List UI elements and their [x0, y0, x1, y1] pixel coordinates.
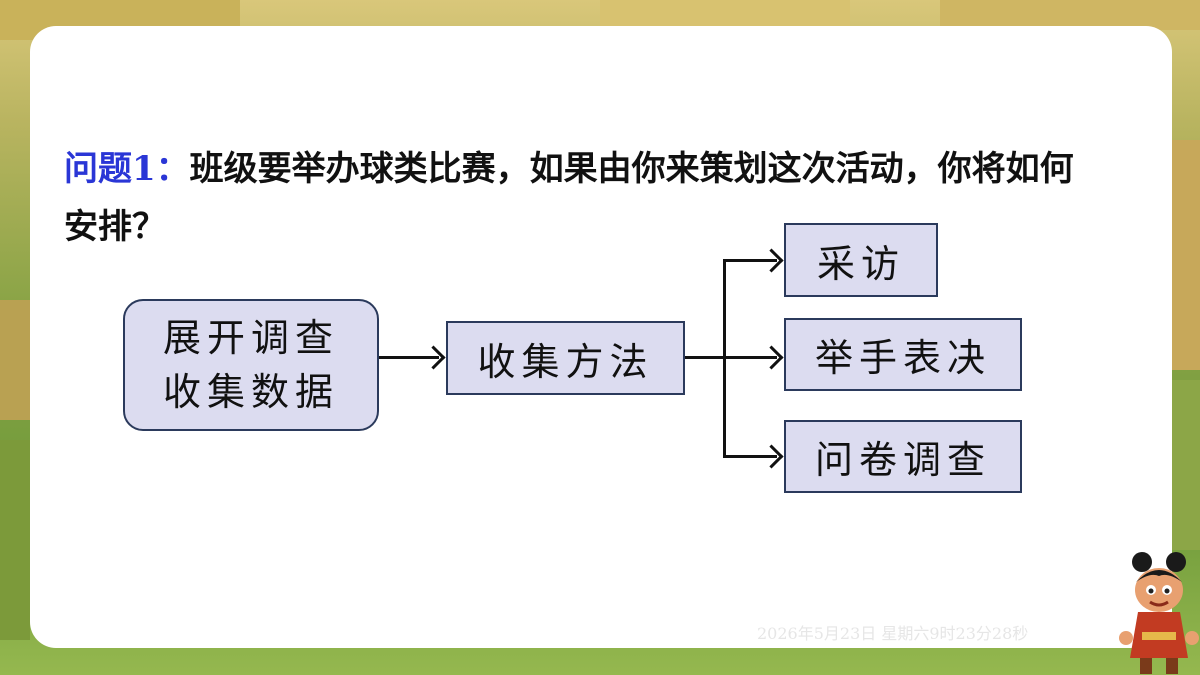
option-box-show-of-hands: 举手表决: [784, 318, 1022, 391]
question-text: 问题1：班级要举办球类比赛，如果由你来策划这次活动，你将如何安排？: [64, 140, 1104, 256]
branch-line-horizontal: [685, 356, 725, 359]
timestamp: 2026年5月23日 星期六9时23分28秒: [757, 624, 1029, 643]
option-box-interview: 采访: [784, 223, 938, 297]
arrow-line-start-to-method: [379, 356, 439, 359]
option-box-label: 问卷调查: [814, 438, 991, 482]
branch-line-top: [723, 259, 777, 262]
cartoon-character-icon: [1119, 552, 1199, 674]
question-label: 问题1：: [64, 149, 190, 189]
option-box-questionnaire: 问卷调查: [784, 420, 1022, 493]
method-box-label: 收集方法: [477, 339, 654, 384]
branch-line-vertical: [723, 259, 726, 457]
option-box-label: 举手表决: [814, 336, 991, 380]
start-box-line2: 收集数据: [162, 370, 339, 414]
start-box: 展开调查 收集数据: [123, 299, 379, 431]
branch-line-middle: [725, 356, 777, 359]
branch-line-bottom: [723, 455, 777, 458]
start-box-line1: 展开调查: [162, 316, 339, 360]
question-body: 班级要举办球类比赛，如果由你来策划这次活动，你将如何安排？: [64, 149, 1074, 247]
method-box: 收集方法: [446, 321, 685, 395]
option-box-label: 采访: [816, 241, 905, 286]
